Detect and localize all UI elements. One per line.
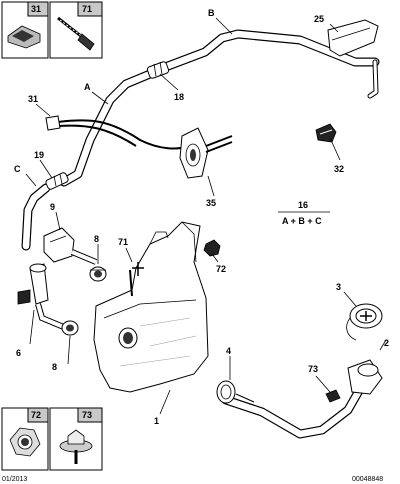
callout-72: 72: [216, 264, 226, 274]
callout-8-lower: 8: [52, 362, 57, 372]
legend-box-73-label: 73: [82, 410, 92, 420]
nut-72-icon: [9, 427, 41, 457]
part-1-reservoir: [93, 221, 209, 393]
callout-16: 16: [298, 200, 308, 210]
bolt-73-icon: [59, 429, 93, 464]
hose-b: [163, 29, 380, 99]
callout-1: 1: [154, 416, 159, 426]
part-8-lower-grommet: [61, 320, 79, 336]
callout-2: 2: [384, 338, 389, 348]
legend-box-31-label: 31: [31, 4, 41, 14]
legend-box-71: 71: [49, 1, 103, 59]
callout-18: 18: [174, 92, 184, 102]
part-18-connector: [146, 61, 170, 79]
part-19-connector: [45, 172, 69, 190]
leader-lines: [25, 17, 387, 415]
part-8-upper-grommet: [89, 266, 107, 282]
part-25-nozzle-cover: [327, 19, 379, 57]
callout-a: A: [84, 82, 91, 92]
part-72-nut: [203, 239, 221, 257]
callout-b: B: [208, 8, 215, 18]
callout-25: 25: [314, 14, 324, 24]
legend-box-73: 73: [49, 407, 103, 471]
wiring-31: [45, 115, 191, 150]
screw-71-icon: [57, 16, 95, 51]
part-35-grommet: [179, 127, 233, 179]
footer-code: 00048848: [352, 476, 383, 483]
part-3-filler-cap: [346, 303, 383, 341]
part-4-grommet: [216, 380, 255, 404]
formula-text: A + B + C: [282, 216, 322, 226]
legend-box-31: 31: [1, 1, 49, 59]
clip-31-icon: [7, 25, 41, 49]
callout-19: 19: [34, 150, 44, 160]
part-32-clip: [315, 123, 337, 143]
callout-9: 9: [50, 202, 55, 212]
hose-c: [21, 183, 51, 251]
callout-6: 6: [16, 348, 21, 358]
part-6-washer-pump: [17, 263, 68, 331]
callout-73: 73: [308, 364, 318, 374]
part-73-bolt: [325, 389, 341, 403]
filler-neck: [221, 359, 383, 439]
callout-8-upper: 8: [94, 234, 99, 244]
legend-box-72: 72: [1, 407, 49, 471]
callout-4: 4: [226, 346, 231, 356]
callout-35: 35: [206, 198, 216, 208]
callout-32: 32: [334, 164, 344, 174]
callout-71: 71: [118, 237, 128, 247]
legend-box-71-label: 71: [82, 4, 92, 14]
part-9-connector: [43, 227, 98, 265]
callout-3: 3: [336, 282, 341, 292]
legend-box-72-label: 72: [31, 410, 41, 420]
callout-labels: B 25 A 18 31 32 35 C 19 9 8 71 72 16 A +…: [14, 8, 389, 426]
callout-c: C: [14, 164, 21, 174]
footer-date: 01/2013: [2, 476, 27, 483]
hose-a: [59, 69, 155, 187]
callout-31: 31: [28, 94, 38, 104]
part-71-marker: [132, 262, 144, 276]
